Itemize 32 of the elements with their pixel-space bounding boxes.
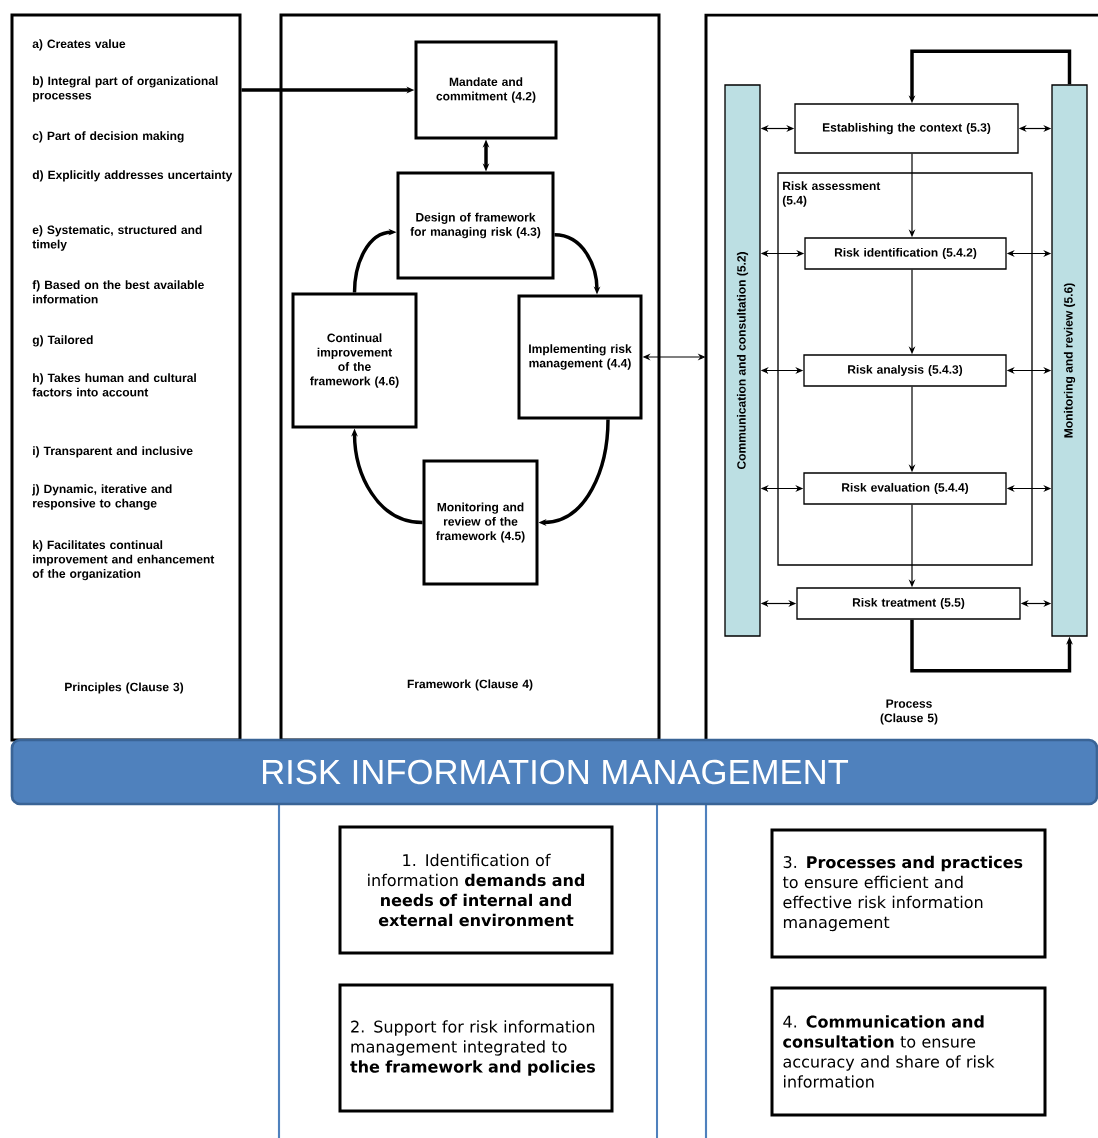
process-box: Risk treatment (5.5) [796,587,1021,620]
text-box: 4. Communication and consultation to ensure accuracy and share of risk information [770,986,1047,1117]
process-box: Continual improvement of the framework (4.6) [291,292,418,429]
principle-item: b) Integral part of organizational processes [33,76,218,102]
principle-item: i) Transparent and inclusive [33,446,193,458]
principle-item: j) Dynamic, iterative and responsive to change [32,484,172,510]
vertical-bar: Monitoring and review (5.6) [1051,84,1088,637]
process-box: Monitoring and review of the framework (4.5) [422,459,539,586]
process-box: Mandate and commitment (4.2) [414,40,558,140]
process-box: Risk identification (5.4.2) [804,237,1007,270]
panel-heading: Process (Clause 5) [880,699,938,725]
group-title: Risk assessment (5.4) [782,181,881,207]
process-box: Establishing the context (5.3) [794,103,1019,154]
principle-item: c) Part of decision making [32,131,184,143]
principle-item: a) Creates value [32,39,126,51]
process-box: Risk evaluation (5.4.4) [803,472,1007,505]
text-box: 3. Processes and practices to ensure efficient and effective risk information management [770,828,1047,959]
principle-item: e) Systematic, structured and timely [32,225,202,251]
process-box: Implementing risk management (4.4) [517,294,643,420]
principle-item: g) Tailored [32,335,93,347]
principle-item: f) Based on the best available information [32,280,204,304]
process-box: Design of framework for managing risk (4.3) [396,171,555,280]
principle-item: k) Facilitates continual improvement and enhancement of the organization [32,540,215,581]
process-box: Risk analysis (5.4.3) [803,354,1007,387]
vertical-bar: Communication and consultation (5.2) [724,84,761,637]
text-box: 2. Support for risk information management integrated to the framework and policies [338,983,614,1113]
principle-item: h) Takes human and cultural factors into account [32,373,196,397]
text-box: 1. Identification of information demands and needs of internal and external environment [338,825,614,955]
panel-heading: Framework (Clause 4) [407,679,533,691]
banner: RISK INFORMATION MANAGEMENT [10,738,1098,806]
principle-item: d) Explicitly addresses uncertainty [32,170,233,182]
panel-heading: Principles (Clause 3) [65,682,184,694]
